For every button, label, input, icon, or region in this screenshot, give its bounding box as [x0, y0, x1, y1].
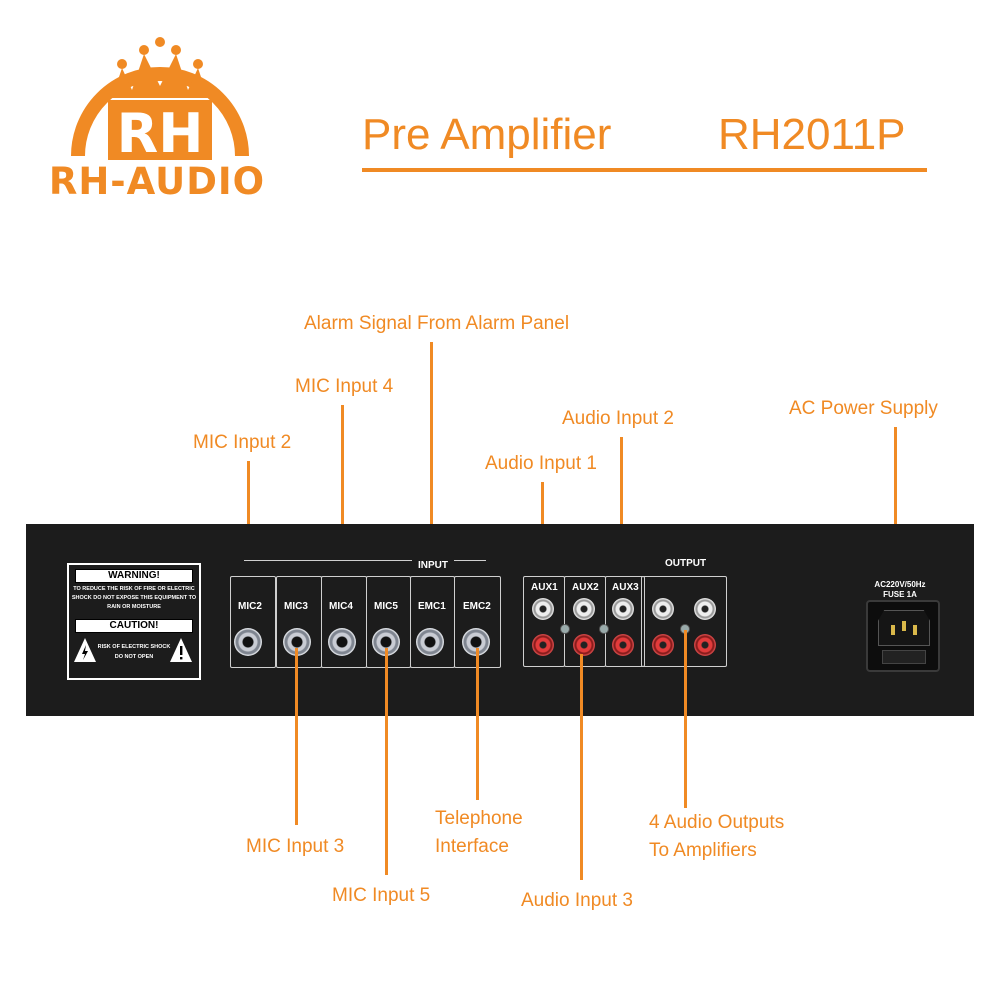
warning-label: WARNING! TO REDUCE THE RISK OF FIRE OR E…: [67, 563, 201, 680]
leader-alarm: [430, 342, 433, 642]
warning-title: WARNING!: [75, 569, 193, 583]
callout-mic-input-4: MIC Input 4: [295, 376, 394, 397]
screw-aux-2: [599, 624, 609, 634]
exclamation-hazard-icon: [170, 638, 192, 662]
model-number: RH2011P: [718, 110, 906, 159]
label-aux2: AUX2: [572, 582, 599, 593]
ac-power-inlet[interactable]: [866, 600, 940, 672]
brand-name: RH-AUDIO: [48, 160, 266, 203]
caution-title: CAUTION!: [75, 619, 193, 633]
output-group-label: OUTPUT: [665, 558, 707, 569]
rca-aux2-red[interactable]: [573, 634, 595, 656]
inlet-socket: [878, 610, 930, 646]
warning-text-1: TO REDUCE THE RISK OF FIRE OR ELECTRIC: [73, 586, 195, 592]
label-aux1: AUX1: [531, 582, 558, 593]
logo-crown: [112, 37, 208, 98]
leader-mic4: [341, 405, 344, 642]
slot-mic2: [230, 576, 276, 668]
callout-telephone: Telephone: [435, 808, 523, 829]
warning-text-3: RAIN OR MOISTURE: [107, 604, 161, 610]
callout-alarm-signal: Alarm Signal From Alarm Panel: [304, 313, 570, 334]
callout-audio-input-2: Audio Input 2: [562, 408, 674, 429]
logo-arc: [71, 67, 249, 157]
label-aux3: AUX3: [612, 582, 639, 593]
title-underline: [362, 168, 927, 172]
label-mic4: MIC4: [329, 601, 353, 612]
page-title: Pre Amplifier: [362, 110, 612, 159]
rca-aux2-white[interactable]: [573, 598, 595, 620]
risk-text-1: RISK OF ELECTRIC SHOCK: [97, 644, 171, 650]
rca-output-1-red[interactable]: [652, 634, 674, 656]
label-mic5: MIC5: [374, 601, 398, 612]
callout-mic-input-2: MIC Input 2: [193, 432, 292, 453]
leader-mic5: [385, 648, 388, 875]
inlet-pin-left: [891, 625, 895, 635]
rca-aux1-red[interactable]: [532, 634, 554, 656]
leader-outputs: [684, 630, 687, 808]
power-rating-label: AC220V/50Hz: [874, 580, 926, 589]
callout-telephone-interface: Interface: [435, 836, 509, 857]
fuse-rating-label: FUSE 1A: [883, 590, 917, 599]
inlet-pin-right: [913, 625, 917, 635]
inlet-pin-earth: [902, 621, 906, 631]
warning-text-2: SHOCK DO NOT EXPOSE THIS EQUIPMENT TO: [71, 595, 197, 601]
leader-audio3: [580, 654, 583, 880]
jack-mic4[interactable]: [328, 628, 356, 656]
slot-aux3: [605, 576, 645, 667]
callout-mic-input-3: MIC Input 3: [246, 836, 345, 857]
callout-audio-outputs: 4 Audio Outputs: [649, 812, 785, 833]
fuse-drawer[interactable]: [882, 650, 926, 664]
rca-aux3-red[interactable]: [612, 634, 634, 656]
risk-text-2: DO NOT OPEN: [114, 654, 154, 660]
label-mic2: MIC2: [238, 601, 262, 612]
rca-aux1-white[interactable]: [532, 598, 554, 620]
label-emc2: EMC2: [463, 601, 491, 612]
logo-monogram: RH: [117, 102, 204, 165]
callout-audio-input-1: Audio Input 1: [485, 453, 597, 474]
jack-emc1[interactable]: [416, 628, 444, 656]
callout-audio-input-3: Audio Input 3: [521, 890, 633, 911]
logo-monogram-box: [108, 100, 212, 160]
callout-mic-input-5: MIC Input 5: [332, 885, 431, 906]
rca-output-2-red[interactable]: [694, 634, 716, 656]
callout-ac-power-supply: AC Power Supply: [789, 398, 938, 419]
leader-mic3: [295, 648, 298, 825]
jack-mic2[interactable]: [234, 628, 262, 656]
brand-logo: RH: [71, 37, 249, 165]
label-mic3: MIC3: [284, 601, 308, 612]
electric-hazard-icon: [74, 638, 96, 662]
input-group-label: INPUT: [412, 560, 454, 571]
input-group-rule: [244, 560, 486, 561]
screw-aux-1: [560, 624, 570, 634]
label-emc1: EMC1: [418, 601, 446, 612]
callout-to-amplifiers: To Amplifiers: [649, 840, 757, 861]
rca-aux3-white[interactable]: [612, 598, 634, 620]
leader-telephone: [476, 648, 479, 800]
rca-output-2-white[interactable]: [694, 598, 716, 620]
rca-output-1-white[interactable]: [652, 598, 674, 620]
